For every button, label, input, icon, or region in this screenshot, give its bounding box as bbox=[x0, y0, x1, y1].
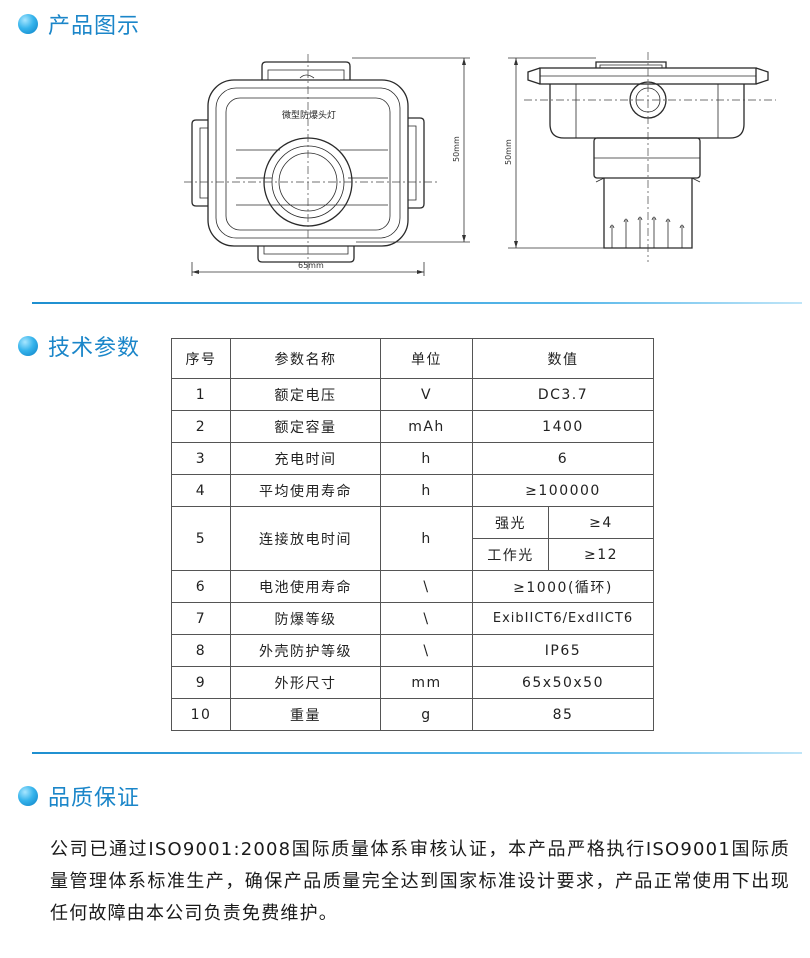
cell-no: 10 bbox=[171, 698, 231, 731]
cell-value: 1400 bbox=[472, 410, 654, 443]
cell-no: 2 bbox=[171, 410, 231, 443]
section-heading-params: 技术参数 bbox=[18, 330, 140, 362]
cell-name: 外形尺寸 bbox=[230, 666, 381, 699]
section-divider bbox=[32, 752, 802, 754]
cell-unit: \ bbox=[380, 602, 473, 635]
table-row: 工作光 ≥12 bbox=[172, 538, 654, 571]
cell-name: 额定容量 bbox=[230, 410, 381, 443]
table-row: 3 充电时间 h 6 bbox=[171, 442, 654, 475]
cell-value: ≥100000 bbox=[472, 474, 654, 507]
table-header-row: 序号 参数名称 单位 数值 bbox=[171, 338, 654, 379]
header-unit: 单位 bbox=[380, 338, 473, 379]
cell-name: 防爆等级 bbox=[230, 602, 381, 635]
cell-no: 3 bbox=[171, 442, 231, 475]
cell-no: 7 bbox=[171, 602, 231, 635]
cell-name: 重量 bbox=[230, 698, 381, 731]
section-divider bbox=[32, 302, 802, 304]
table-row: 4 平均使用寿命 h ≥100000 bbox=[171, 474, 654, 507]
section-heading-quality: 品质保证 bbox=[18, 780, 140, 812]
dim-height-side-label: 50mm bbox=[504, 139, 513, 165]
cell-value: DC3.7 bbox=[472, 378, 654, 411]
front-dimensions: 65mm 50mm bbox=[191, 57, 470, 276]
cell-value: 65x50x50 bbox=[472, 666, 654, 699]
cell-value: ExibIICT6/ExdIICT6 bbox=[472, 602, 654, 635]
cell-unit: h bbox=[380, 442, 473, 475]
bullet-icon bbox=[18, 14, 38, 34]
cell-name: 外壳防护等级 bbox=[230, 634, 381, 667]
spec-table: 序号 参数名称 单位 数值 1 额定电压 V DC3.7 2 额定容量 mAh … bbox=[171, 338, 654, 731]
table-row: 7 防爆等级 \ ExibIICT6/ExdIICT6 bbox=[171, 602, 654, 635]
cell-sub-label: 工作光 bbox=[472, 538, 549, 571]
cell-no: 8 bbox=[171, 634, 231, 667]
header-no: 序号 bbox=[171, 338, 231, 379]
cell-unit: g bbox=[380, 698, 473, 731]
product-drawing: 微型防爆头灯 65mm 50mm bbox=[184, 52, 776, 276]
cell-sub-value: ≥12 bbox=[548, 538, 654, 571]
table-row: 8 外壳防护等级 \ IP65 bbox=[171, 634, 654, 667]
header-value: 数值 bbox=[472, 338, 654, 379]
cell-name: 额定电压 bbox=[230, 378, 381, 411]
section-heading-diagram: 产品图示 bbox=[18, 8, 140, 40]
cell-no: 4 bbox=[171, 474, 231, 507]
section-title-diagram: 产品图示 bbox=[48, 14, 141, 39]
bullet-icon bbox=[18, 336, 38, 356]
cell-value: 6 bbox=[472, 442, 654, 475]
quality-paragraph: 公司已通过ISO9001:2008国际质量体系审核认证，本产品严格执行ISO90… bbox=[50, 839, 790, 924]
table-row: 2 额定容量 mAh 1400 bbox=[171, 410, 654, 443]
cell-sub-value: ≥4 bbox=[548, 506, 654, 539]
dim-height-front-label: 50mm bbox=[452, 136, 461, 162]
cell-name: 充电时间 bbox=[230, 442, 381, 475]
cell-no: 9 bbox=[171, 666, 231, 699]
cell-unit: \ bbox=[380, 634, 473, 667]
bullet-icon bbox=[18, 786, 38, 806]
cell-unit: mm bbox=[380, 666, 473, 699]
cell-unit: h bbox=[380, 506, 473, 571]
cell-unit: h bbox=[380, 474, 473, 507]
drawing-label: 微型防爆头灯 bbox=[282, 109, 336, 121]
cell-no: 6 bbox=[171, 570, 231, 603]
table-row: 5 连接放电时间 h 强光 ≥4 bbox=[171, 506, 654, 571]
section-title-params: 技术参数 bbox=[48, 336, 141, 361]
cell-name: 连接放电时间 bbox=[230, 506, 381, 571]
cell-name: 平均使用寿命 bbox=[230, 474, 381, 507]
cell-unit: mAh bbox=[380, 410, 473, 443]
table-row: 9 外形尺寸 mm 65x50x50 bbox=[171, 666, 654, 699]
cell-value: ≥1000(循环) bbox=[472, 570, 654, 603]
cell-no: 1 bbox=[171, 378, 231, 411]
table-row: 6 电池使用寿命 \ ≥1000(循环) bbox=[171, 570, 654, 603]
cell-name: 电池使用寿命 bbox=[230, 570, 381, 603]
header-name: 参数名称 bbox=[230, 338, 381, 379]
table-row: 10 重量 g 85 bbox=[171, 698, 654, 731]
cell-no: 5 bbox=[171, 506, 231, 571]
dim-width-label: 65mm bbox=[298, 261, 324, 270]
cell-unit: V bbox=[380, 378, 473, 411]
cell-value: IP65 bbox=[472, 634, 654, 667]
cell-unit: \ bbox=[380, 570, 473, 603]
cell-value: 85 bbox=[472, 698, 654, 731]
front-view: 微型防爆头灯 bbox=[184, 54, 438, 270]
cell-sub-label: 强光 bbox=[472, 506, 549, 539]
side-view bbox=[524, 52, 776, 262]
table-row: 1 额定电压 V DC3.7 bbox=[171, 378, 654, 411]
side-dimensions: 50mm bbox=[504, 57, 604, 249]
section-title-quality: 品质保证 bbox=[48, 786, 141, 811]
